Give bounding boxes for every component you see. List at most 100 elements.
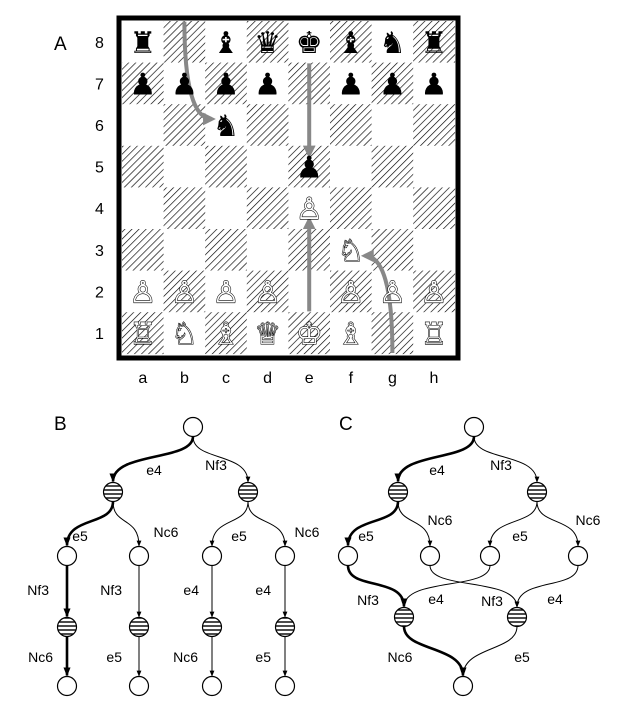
graph-c-edge-label: Nf3 (490, 457, 512, 473)
graph-c-edge (346, 565, 408, 608)
square-d5 (246, 145, 289, 188)
tree-b-edge-label: Nf3 (205, 457, 227, 473)
black-pawn-icon: ♟ (254, 67, 281, 102)
graph-c-edge-label: Nc6 (576, 512, 601, 528)
square-f1 (330, 312, 372, 355)
tree-b-edges (63, 436, 288, 677)
square-a5 (122, 145, 164, 188)
tree-b-edge-label: Nc6 (28, 649, 53, 665)
square-h6 (413, 104, 456, 147)
chess-pieces: ♜♝♛♚♝♞♜♟♟♟♟♟♟♟♞♟♙♘♙♙♙♙♙♙♙♖♘♗♕♔♗♖ (129, 26, 448, 353)
white-pawn-icon: ♙ (379, 275, 406, 310)
tree-b-edge-label: Nc6 (173, 649, 198, 665)
white-pawn-icon: ♙ (129, 275, 156, 310)
graph-c-edge (536, 501, 581, 547)
tree-b-node (56, 616, 78, 638)
graph-c-edge (514, 565, 579, 608)
tree-b-node (274, 545, 296, 567)
square-d8 (246, 21, 289, 63)
square-d7 (246, 62, 289, 105)
tree-b-edge (247, 501, 288, 547)
tree-b-edge (112, 501, 142, 547)
tree-b-node (182, 416, 204, 438)
graph-c-node (526, 481, 548, 503)
square-c7 (205, 62, 248, 105)
white-pawn-icon: ♙ (254, 275, 281, 310)
tree-b-node (274, 616, 296, 638)
square-g5 (371, 145, 414, 188)
rank-label: 1 (95, 326, 104, 343)
square-c5 (205, 145, 248, 188)
black-bishop-icon: ♝ (213, 26, 240, 61)
graph-c-nodes (337, 416, 589, 697)
graph-c-edge-label: e4 (547, 591, 563, 607)
graph-c-edge-label: e5 (358, 528, 374, 544)
file-label: f (349, 370, 354, 387)
square-e8 (288, 21, 331, 63)
tree-b-node (128, 545, 150, 567)
panel-label-a: A (54, 34, 67, 55)
white-knight-icon: ♘ (337, 234, 364, 269)
white-rook-icon: ♖ (421, 317, 448, 352)
black-rook-icon: ♜ (129, 26, 156, 61)
move-arrows (182, 21, 395, 354)
file-label: e (305, 370, 314, 387)
rank-label: 2 (95, 284, 104, 301)
tree-b-node (128, 616, 150, 638)
tree-b-node (102, 481, 124, 503)
tree-b-node (201, 545, 223, 567)
square-c8 (205, 21, 248, 63)
square-d4 (246, 187, 289, 230)
black-rook-icon: ♜ (421, 26, 448, 61)
tree-b-node (274, 675, 296, 697)
square-d6 (246, 104, 289, 147)
square-h3 (413, 229, 456, 271)
white-pawn-icon: ♙ (296, 192, 323, 227)
black-pawn-icon: ♟ (296, 151, 323, 186)
white-bishop-icon: ♗ (337, 317, 364, 352)
square-f8 (330, 21, 372, 63)
tree-b-node (56, 545, 78, 567)
square-c1 (205, 312, 248, 355)
graph-c-edge (487, 501, 538, 547)
graph-c-edge (402, 626, 467, 677)
square-f5 (330, 145, 372, 188)
file-label: d (263, 370, 272, 387)
board-squares (122, 21, 456, 355)
black-pawn-icon: ♟ (421, 67, 448, 102)
square-c2 (205, 270, 248, 313)
square-a6 (122, 104, 164, 147)
graph-c-node (387, 481, 409, 503)
graph-c-node (337, 545, 359, 567)
square-a3 (122, 229, 164, 271)
square-b4 (163, 187, 206, 230)
square-f2 (330, 270, 372, 313)
square-g8 (371, 21, 414, 63)
square-b5 (163, 145, 206, 188)
square-d3 (246, 229, 289, 271)
square-h7 (413, 62, 456, 105)
tree-b-edge-label: e5 (231, 528, 247, 544)
square-g6 (371, 104, 414, 147)
file-label: g (388, 370, 397, 387)
white-pawn-icon: ♙ (337, 275, 364, 310)
graph-c-node (393, 606, 415, 628)
square-a1 (122, 312, 164, 355)
tree-b-node (201, 616, 223, 638)
graph-c-edge (344, 501, 400, 547)
black-pawn-icon: ♟ (379, 67, 406, 102)
graph-c-edge-label: Nc6 (428, 512, 453, 528)
tree-b-edge (109, 436, 195, 483)
tree-b-edge-label: Nf3 (27, 582, 49, 598)
rank-label: 6 (95, 118, 104, 135)
square-a7 (122, 62, 164, 105)
square-f4 (330, 187, 372, 230)
tree-b-edge-label: Nc6 (154, 524, 179, 540)
square-a8 (122, 21, 164, 63)
